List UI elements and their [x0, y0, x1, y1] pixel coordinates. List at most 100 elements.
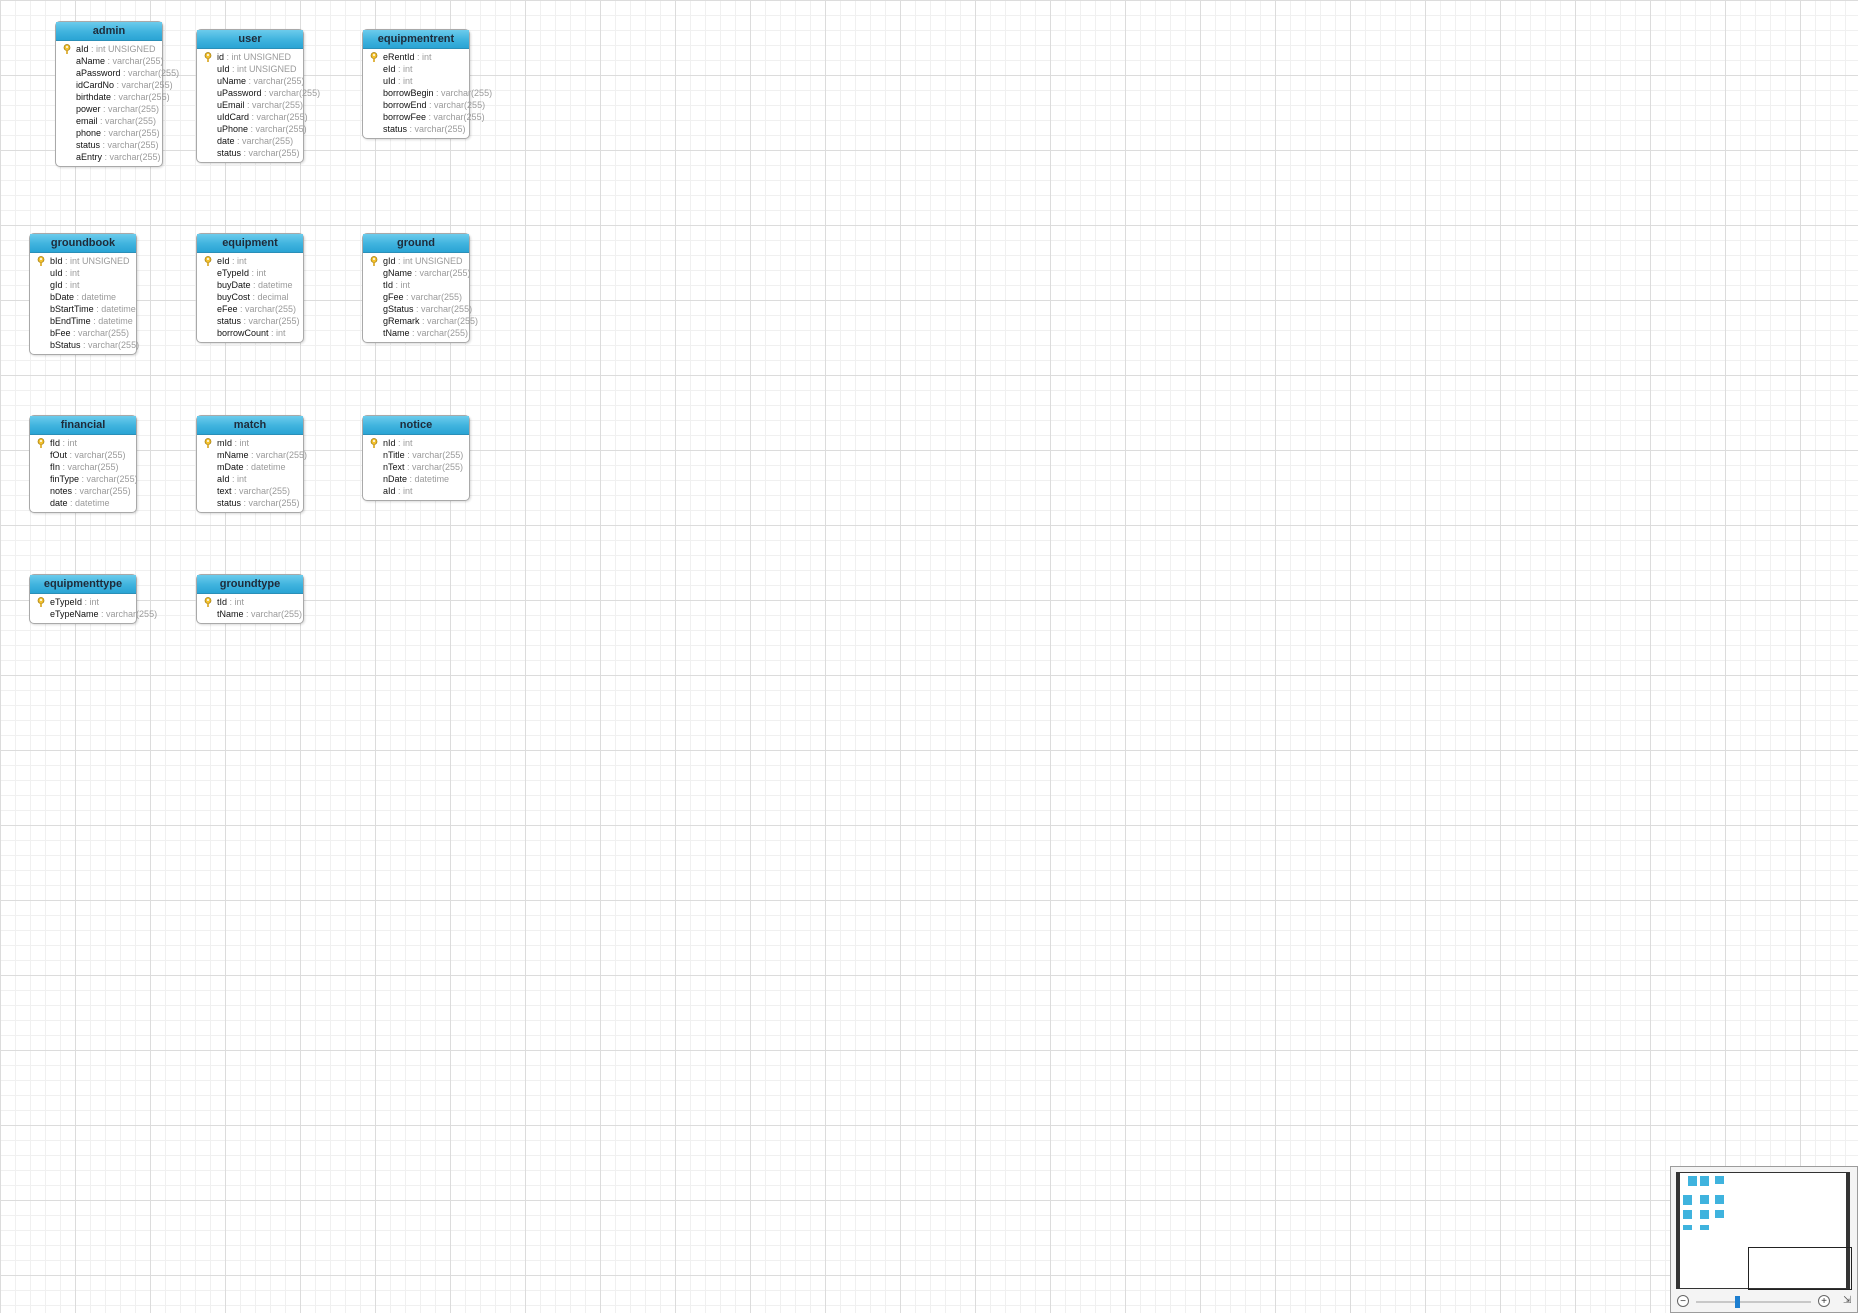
field-row[interactable]: birthdate : varchar(255): [56, 91, 170, 103]
field-row[interactable]: gStatus : varchar(255): [363, 303, 473, 315]
field-row[interactable]: borrowBegin : varchar(255): [363, 87, 492, 99]
field-row[interactable]: nId : int: [363, 437, 469, 449]
field-row[interactable]: power : varchar(255): [56, 103, 162, 115]
field-row[interactable]: status : varchar(255): [197, 147, 303, 159]
field-row[interactable]: idCardNo : varchar(255): [56, 79, 173, 91]
field-row[interactable]: tName : varchar(255): [363, 327, 469, 339]
field-row[interactable]: gId : int: [30, 279, 136, 291]
field-row[interactable]: text : varchar(255): [197, 485, 303, 497]
field-row[interactable]: eId : int: [363, 63, 469, 75]
field-row[interactable]: nText : varchar(255): [363, 461, 469, 473]
field-name: buyDate: [217, 280, 251, 290]
field-name: tId: [217, 597, 228, 607]
field-row[interactable]: aPassword : varchar(255): [56, 67, 179, 79]
field-row[interactable]: status : varchar(255): [197, 497, 303, 509]
minimap-entity: [1700, 1225, 1709, 1230]
field-row[interactable]: mDate : datetime: [197, 461, 303, 473]
field-row[interactable]: eId : int: [197, 255, 303, 267]
field-row[interactable]: notes : varchar(255): [30, 485, 136, 497]
field-row[interactable]: gId : int UNSIGNED: [363, 255, 469, 267]
field-row[interactable]: aId : int: [197, 473, 303, 485]
field-row[interactable]: gName : varchar(255): [363, 267, 471, 279]
field-row[interactable]: bStartTime : datetime: [30, 303, 136, 315]
field-row[interactable]: buyDate : datetime: [197, 279, 303, 291]
field-row[interactable]: uId : int: [363, 75, 469, 87]
field-row[interactable]: eTypeName : varchar(255): [30, 608, 157, 620]
field-row[interactable]: uName : varchar(255): [197, 75, 305, 87]
field-type: varchar(255): [421, 304, 473, 314]
field-row[interactable]: bId : int UNSIGNED: [30, 255, 136, 267]
minimap-viewport[interactable]: [1748, 1247, 1852, 1290]
field-row[interactable]: uId : int: [30, 267, 136, 279]
field-row[interactable]: tId : int: [363, 279, 469, 291]
field-name: birthdate: [76, 92, 112, 102]
field-row[interactable]: tId : int: [197, 596, 303, 608]
field-row[interactable]: eFee : varchar(255): [197, 303, 303, 315]
field-row[interactable]: nDate : datetime: [363, 473, 469, 485]
entity-title: admin: [56, 22, 162, 41]
resize-icon[interactable]: ⇲: [1843, 1295, 1852, 1306]
field-row[interactable]: eTypeId : int: [197, 267, 303, 279]
field-row[interactable]: status : varchar(255): [197, 315, 303, 327]
field-row[interactable]: aId : int UNSIGNED: [56, 43, 162, 55]
field-row[interactable]: uPhone : varchar(255): [197, 123, 307, 135]
zoom-out-button[interactable]: −: [1677, 1295, 1689, 1307]
field-row[interactable]: borrowFee : varchar(255): [363, 111, 485, 123]
field-row[interactable]: bDate : datetime: [30, 291, 136, 303]
field-row[interactable]: uIdCard : varchar(255): [197, 111, 308, 123]
field-row[interactable]: bStatus : varchar(255): [30, 339, 139, 351]
field-row[interactable]: uId : int UNSIGNED: [197, 63, 303, 75]
zoom-slider-track[interactable]: [1696, 1301, 1811, 1303]
field-row[interactable]: tName : varchar(255): [197, 608, 303, 620]
zoom-in-button[interactable]: +: [1818, 1295, 1830, 1307]
field-row[interactable]: uPassword : varchar(255): [197, 87, 320, 99]
field-row[interactable]: fId : int: [30, 437, 136, 449]
field-row[interactable]: phone : varchar(255): [56, 127, 162, 139]
field-type: varchar(255): [128, 68, 180, 78]
field-type: varchar(255): [427, 316, 479, 326]
field-row[interactable]: aName : varchar(255): [56, 55, 164, 67]
minimap-panel[interactable]: − + ⇲: [1670, 1166, 1858, 1313]
field-row[interactable]: status : varchar(255): [56, 139, 162, 151]
field-row[interactable]: finType : varchar(255): [30, 473, 138, 485]
field-row[interactable]: fIn : varchar(255): [30, 461, 136, 473]
field-row[interactable]: buyCost : decimal: [197, 291, 303, 303]
field-row[interactable]: mId : int: [197, 437, 303, 449]
field-row[interactable]: date : varchar(255): [197, 135, 303, 147]
zoom-slider-thumb[interactable]: [1735, 1296, 1740, 1308]
field-row[interactable]: borrowCount : int: [197, 327, 303, 339]
field-row[interactable]: eTypeId : int: [30, 596, 136, 608]
field-separator: :: [93, 304, 102, 314]
field-row[interactable]: aEntry : varchar(255): [56, 151, 162, 163]
field-row[interactable]: borrowEnd : varchar(255): [363, 99, 485, 111]
field-row[interactable]: bEndTime : datetime: [30, 315, 136, 327]
field-row[interactable]: nTitle : varchar(255): [363, 449, 469, 461]
field-row[interactable]: uEmail : varchar(255): [197, 99, 303, 111]
field-name: status: [217, 148, 242, 158]
field-row[interactable]: email : varchar(255): [56, 115, 162, 127]
field-row[interactable]: gFee : varchar(255): [363, 291, 469, 303]
field-row[interactable]: mName : varchar(255): [197, 449, 307, 461]
field-name: eTypeId: [217, 268, 250, 278]
field-row[interactable]: date : datetime: [30, 497, 136, 509]
field-row[interactable]: bFee : varchar(255): [30, 327, 136, 339]
field-row[interactable]: status : varchar(255): [363, 123, 469, 135]
field-row[interactable]: aId : int: [363, 485, 469, 497]
field-row[interactable]: gRemark : varchar(255): [363, 315, 478, 327]
field-row[interactable]: id : int UNSIGNED: [197, 51, 303, 63]
field-row[interactable]: fOut : varchar(255): [30, 449, 136, 461]
minimap-view[interactable]: [1676, 1172, 1852, 1290]
field-row[interactable]: eRentId : int: [363, 51, 469, 63]
